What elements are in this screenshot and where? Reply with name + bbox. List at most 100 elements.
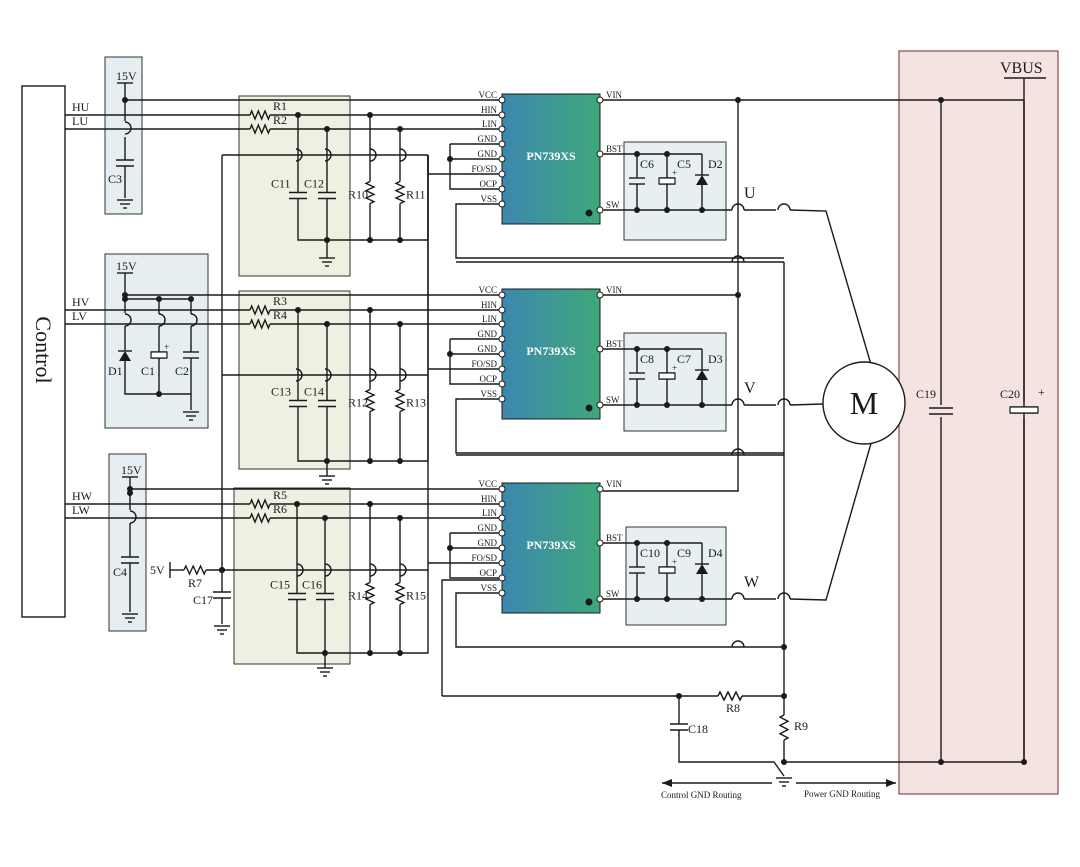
input-label: HV (72, 295, 90, 309)
filter-box-u (238, 95, 351, 277)
pin-left (498, 589, 506, 597)
resistor (394, 388, 406, 413)
wire (789, 209, 873, 369)
resistor (249, 123, 271, 135)
pin-label: GND (478, 329, 498, 339)
wire-crossover (731, 203, 745, 211)
supply-label: 15V (121, 463, 142, 477)
capacitor-label: C10 (640, 546, 660, 560)
pin-label: GND (478, 134, 498, 144)
pin-label: FO/SD (471, 164, 497, 174)
capacitor-label: C9 (677, 546, 691, 560)
pin-label: GND (478, 344, 498, 354)
capacitor-label: C19 (916, 387, 936, 401)
resistor-label: R2 (273, 113, 287, 127)
junction-dot (447, 351, 453, 357)
wire-crossover (399, 148, 407, 162)
pin-label: SW (606, 395, 620, 405)
wire (124, 361, 191, 395)
phase-label: W (744, 574, 760, 591)
pin-label: SW (606, 200, 620, 210)
resistor-label: R6 (273, 502, 287, 516)
pin-label: BST (606, 144, 623, 154)
wire (441, 579, 499, 696)
pin-label: SW (606, 589, 620, 599)
supply-label: 5V (150, 563, 165, 577)
pin-label: VIN (606, 285, 622, 295)
phase-label: U (744, 185, 756, 202)
resistor-label: R5 (273, 488, 287, 502)
junction-dot (156, 391, 162, 397)
resistor-label: R3 (273, 294, 287, 308)
ic-chip (501, 288, 601, 420)
pin-label: FO/SD (471, 359, 497, 369)
resistor-label: R4 (273, 308, 287, 322)
resistor (364, 180, 376, 205)
resistor-label: R11 (406, 188, 426, 202)
pin-left (498, 500, 506, 508)
diode (696, 564, 708, 574)
pin-left (498, 380, 506, 388)
junction-dot (735, 292, 741, 298)
capacitor-label: C14 (304, 385, 324, 399)
control-gnd-label: Control GND Routing (661, 790, 742, 800)
wire-crossover (731, 255, 745, 263)
polarity-mark: + (672, 557, 677, 567)
capacitor-label: C3 (108, 172, 122, 186)
capacitor-label: C15 (270, 578, 290, 592)
pin-label: BST (606, 533, 623, 543)
diode (696, 370, 708, 380)
resistor-label: R8 (726, 701, 740, 715)
wire (789, 439, 873, 601)
capacitor-c20 (1009, 406, 1039, 414)
wire-crossover (295, 148, 303, 162)
capacitor-label: C6 (640, 157, 654, 171)
polarity-mark: + (164, 342, 169, 352)
pin-right (596, 485, 604, 493)
capacitor-c1 (150, 351, 168, 359)
input-label: HW (72, 489, 93, 503)
pin-left (498, 111, 506, 119)
wire (455, 398, 784, 454)
pin-label: OCP (479, 374, 497, 384)
resistor-label: R9 (794, 719, 808, 733)
pin-left (498, 200, 506, 208)
resistor (249, 318, 271, 330)
phase-label: V (744, 380, 756, 397)
wire-crossover (369, 368, 377, 382)
wire (325, 563, 429, 654)
resistor-r9 (778, 714, 790, 741)
wire (789, 403, 824, 406)
capacitor-label: C16 (302, 578, 322, 592)
pin1-marker (585, 598, 593, 606)
pin-left (498, 170, 506, 178)
input-box-w (108, 453, 147, 632)
pin-label: OCP (479, 568, 497, 578)
diode-label: D3 (708, 352, 723, 366)
resistor-r7 (183, 564, 207, 576)
pin-right (596, 539, 604, 547)
pin-label: LIN (482, 508, 497, 518)
wire-crossover (124, 313, 132, 327)
junction-dot (781, 644, 787, 650)
junction-dot (397, 237, 403, 243)
chip-name: PN739XS (526, 149, 576, 163)
arrow-right (886, 779, 896, 787)
pin-left (498, 140, 506, 148)
ic-chip (501, 482, 601, 614)
wire-crossover (296, 563, 304, 577)
pin-label: OCP (479, 179, 497, 189)
resistor (249, 304, 271, 316)
resistor-label: R10 (348, 188, 368, 202)
wire-crossover (158, 313, 166, 327)
capacitor-label: C7 (677, 352, 691, 366)
pin-label: HIN (481, 105, 497, 115)
capacitor-label: C18 (688, 722, 708, 736)
diode (696, 175, 708, 185)
chip-name: PN739XS (526, 538, 576, 552)
supply-label: 15V (116, 259, 137, 273)
diode-label: D2 (708, 157, 723, 171)
pin-label: LIN (482, 314, 497, 324)
pin-right (596, 401, 604, 409)
resistor (249, 512, 271, 524)
